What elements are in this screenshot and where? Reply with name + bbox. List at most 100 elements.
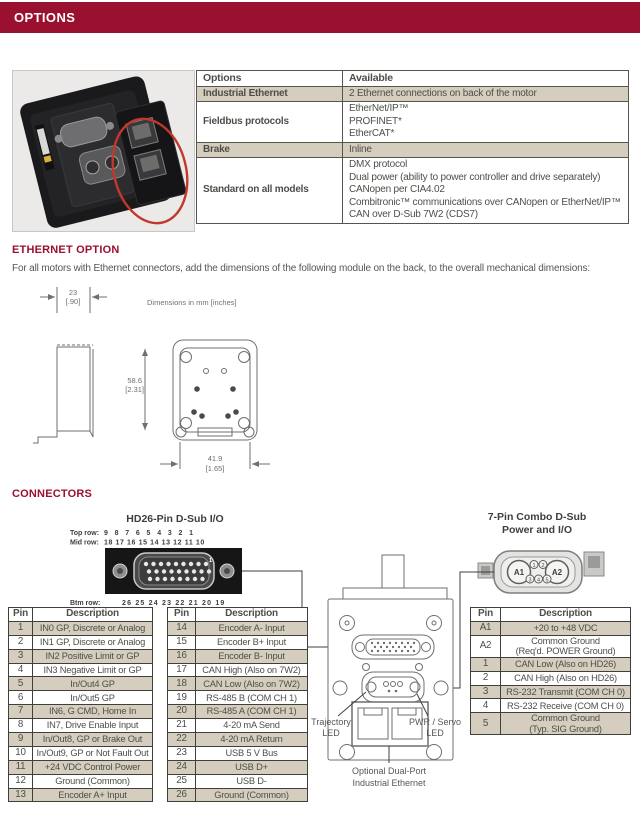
pin-table-header-row: Pin Description — [167, 607, 308, 622]
combo-pin-1: 1 — [532, 563, 535, 569]
pin-description-cell: 4-20 mA Return — [195, 732, 308, 747]
hd26-pin-dots — [143, 561, 212, 582]
pin-table-row: A2 Common Ground(Req'd. POWER Ground) — [470, 634, 631, 658]
ethernet-module-drawing: 23 [.90] Dimensions in mm [inches] 58.6 … — [33, 287, 270, 473]
pin-number-cell: 4 — [470, 698, 501, 714]
hd26-mid-row-numbers: 18 17 16 15 14 13 12 11 10 — [104, 540, 205, 547]
pwr-servo-led-leader — [416, 693, 429, 717]
hd26-btm-row-label: Btm row: — [70, 600, 100, 607]
option-name-cell: Fieldbus protocols — [196, 101, 343, 143]
pin-table-row: 5 Common Ground(Typ. SIG Ground) — [470, 712, 631, 736]
pin-table-row: 17 CAN High (Also on 7W2) — [167, 662, 308, 678]
pin-number-cell: A2 — [470, 634, 501, 658]
motor-rear-drawing — [327, 554, 454, 761]
options-column-header: Options — [196, 70, 343, 87]
motor-rear-photo — [12, 70, 195, 232]
hd26-btm-row-numbers: 26 25 24 23 22 21 20 19 — [122, 600, 226, 607]
pin-number-cell: 2 — [470, 670, 501, 686]
combo-title-line2: Power and I/O — [502, 524, 572, 536]
pin-description-cell: IN7, Drive Enable Input — [32, 718, 153, 734]
pin-description-cell: Ground (Common) — [32, 773, 153, 789]
option-available-cell: 2 Ethernet connections on back of the mo… — [342, 85, 629, 102]
combo-pin-2: 2 — [541, 563, 544, 569]
option-name-cell: Brake — [196, 141, 343, 158]
pin-number-cell: 24 — [167, 759, 196, 775]
pin-description-cell: Encoder A+ Input — [32, 787, 153, 803]
pin-number-cell: 7 — [8, 704, 33, 720]
pin-description-cell: CAN Low (Also on 7W2) — [195, 676, 308, 692]
pin-description-cell: USB D+ — [195, 759, 308, 775]
trajectory-led-label-2: LED — [322, 728, 340, 738]
pwr-servo-led-label-1: PWR / Servo — [409, 717, 461, 727]
pin-table-row: 23 USB 5 V Bus — [167, 745, 308, 761]
dim-top-in: [.90] — [66, 297, 81, 306]
description-column-header: Description — [500, 607, 631, 622]
pin-column-header: Pin — [167, 607, 196, 622]
pin-description-cell: RS-232 Receive (COM CH 0) — [500, 698, 631, 714]
pin-number-cell: 1 — [8, 620, 33, 636]
pin-table-row: 4 IN3 Negative Limit or GP — [8, 662, 153, 678]
pin-number-cell: 12 — [8, 773, 33, 789]
hd26-top-row-numbers: 9 8 7 6 5 4 3 2 1 — [104, 530, 195, 537]
pin-table-row: 16 Encoder B- Input — [167, 648, 308, 664]
pin-table-row: 6 In/Out5 GP — [8, 690, 153, 706]
pin-description-cell: IN0 GP, Discrete or Analog — [32, 620, 153, 636]
option-available-cell: Inline — [342, 141, 629, 158]
red-highlight-circle — [111, 117, 189, 225]
pin-number-cell: 5 — [470, 712, 501, 736]
options-table-row: Brake Inline — [196, 141, 629, 158]
pin-number-cell: 2 — [8, 634, 33, 650]
pin-table-row: 2 IN1 GP, Discrete or Analog — [8, 634, 153, 650]
pin-number-cell: 8 — [8, 718, 33, 734]
pin-number-cell: 20 — [167, 704, 196, 720]
pin-number-cell: 14 — [167, 620, 196, 636]
dual-ethernet-ports — [351, 701, 429, 747]
pin-column-header: Pin — [470, 607, 501, 622]
pin-number-cell: 26 — [167, 787, 196, 803]
pin-description-cell: Encoder B+ Input — [195, 634, 308, 650]
pin-number-cell: 23 — [167, 745, 196, 761]
dim-bottom-mm: 41.9 — [208, 454, 223, 463]
pin-description-cell: +20 to +48 VDC — [500, 620, 631, 636]
trajectory-led-leader — [337, 691, 367, 717]
dim-bottom-in: [1.65] — [206, 464, 225, 473]
pin-number-cell: 13 — [8, 787, 33, 803]
pin-table-row: 3 IN2 Positive Limit or GP — [8, 648, 153, 664]
pin-description-cell: RS-485 A (COM CH 1) — [195, 704, 308, 720]
options-table-row: Industrial Ethernet 2 Ethernet connectio… — [196, 85, 629, 102]
pin-table-row: 13 Encoder A+ Input — [8, 787, 153, 803]
pin-table-row: 25 USB D- — [167, 773, 308, 789]
pin-table-header-row: Pin Description — [8, 607, 153, 622]
option-name-cell: Industrial Ethernet — [196, 85, 343, 102]
ethernet-ports-label-2: Industrial Ethernet — [352, 778, 426, 788]
dim-height-mm: 58.6 — [127, 376, 142, 385]
pin-description-cell: Encoder B- Input — [195, 648, 308, 664]
pin-description-cell: +24 VDC Control Power — [32, 759, 153, 775]
module-side-view — [33, 344, 94, 444]
pin-table-row: 12 Ground (Common) — [8, 773, 153, 789]
pin-column-header: Pin — [8, 607, 33, 622]
pin-description-cell: USB 5 V Bus — [195, 745, 308, 761]
hd26-title: HD26-Pin D-Sub I/O — [126, 513, 223, 525]
pin-description-cell: CAN High (Also on HD26) — [500, 670, 631, 686]
pin-number-cell: 3 — [8, 648, 33, 664]
pwr-servo-led-label-2: LED — [426, 728, 444, 738]
connectors-figure: HD26-Pin D-Sub I/O Top row: 9 8 7 6 5 4 … — [70, 511, 605, 788]
pin-table-header-row: Pin Description — [470, 607, 631, 622]
pin-table-row: 22 4-20 mA Return — [167, 732, 308, 747]
pin-number-cell: 16 — [167, 648, 196, 664]
connectors-heading: CONNECTORS — [12, 488, 93, 500]
dim-top-mm: 23 — [69, 288, 77, 297]
dim-height-in: [2.31] — [125, 385, 144, 394]
pin-number-cell: 4 — [8, 662, 33, 678]
dimensions-note: Dimensions in mm [inches] — [147, 298, 237, 307]
combo-pin-3: 3 — [528, 578, 531, 584]
pin-number-cell: 15 — [167, 634, 196, 650]
pin-table-row: 1 CAN Low (Also on HD26) — [470, 656, 631, 672]
pin-number-cell: 25 — [167, 773, 196, 789]
pin-number-cell: A1 — [470, 620, 501, 636]
pin-description-cell: RS-232 Transmit (COM CH 0) — [500, 684, 631, 700]
pin-number-cell: 1 — [470, 656, 501, 672]
